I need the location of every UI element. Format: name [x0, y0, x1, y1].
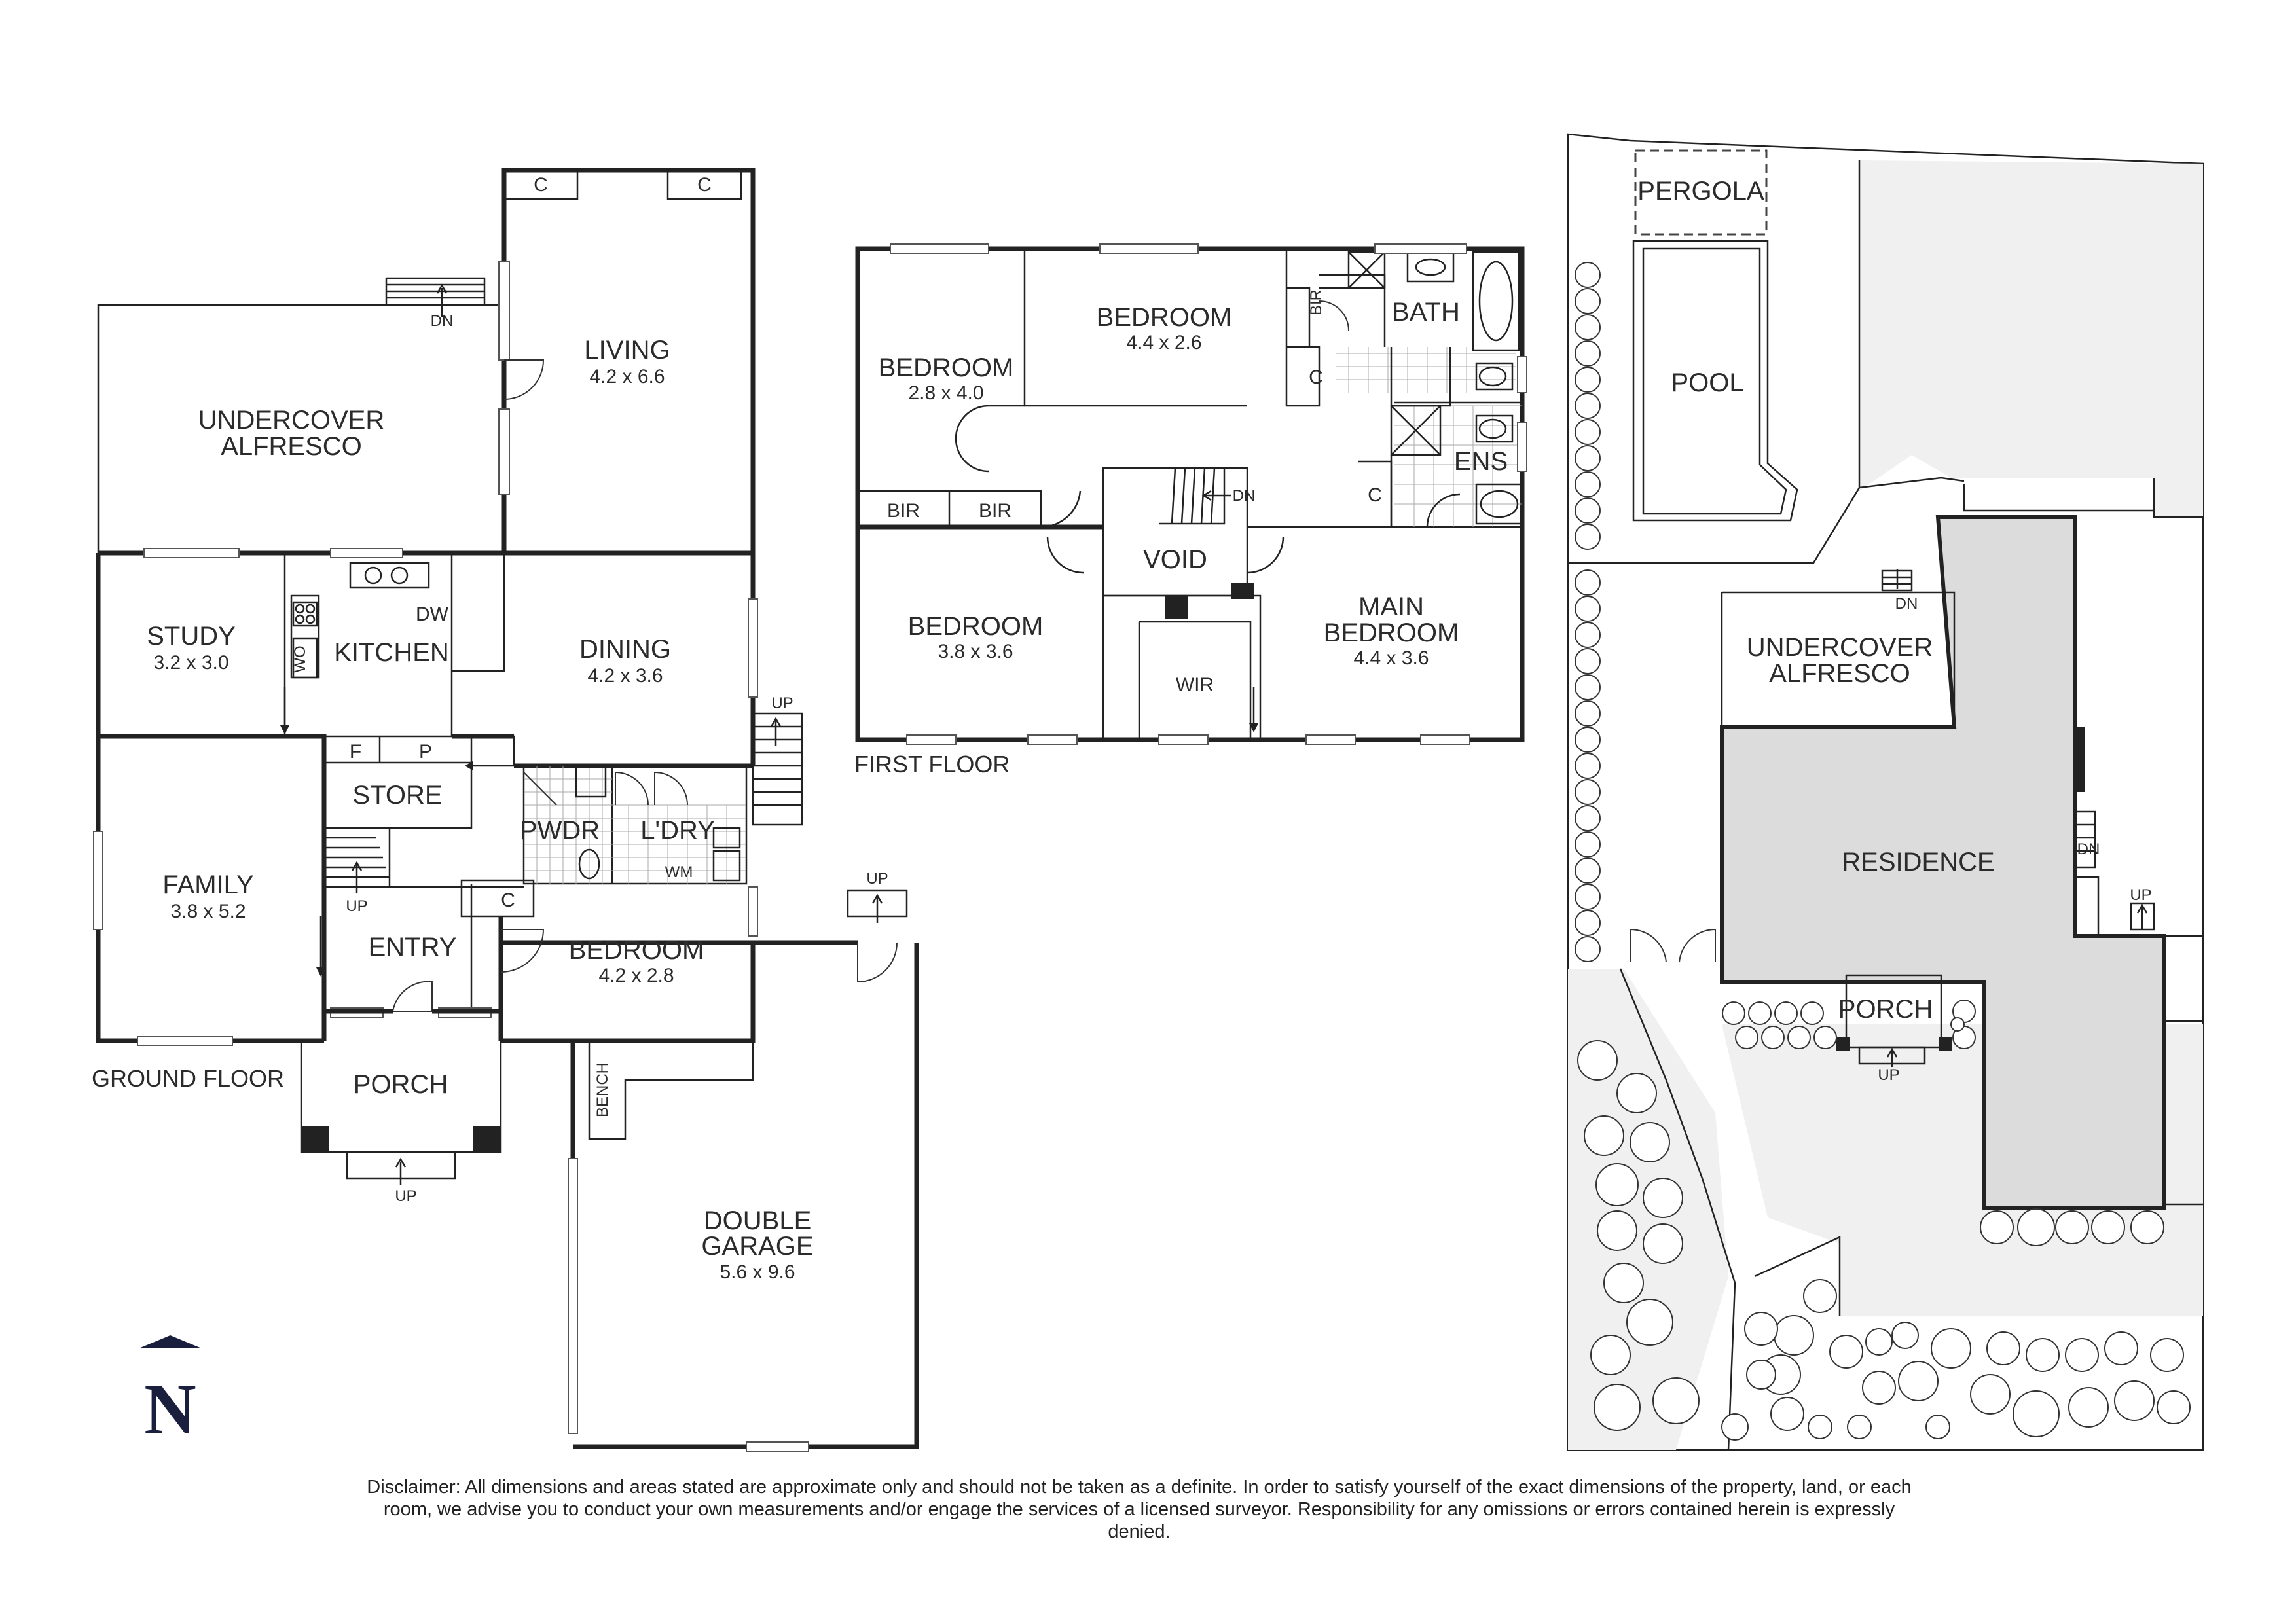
pantry-mark: P — [419, 741, 432, 763]
bedroom-1-label: BEDROOM — [1097, 303, 1232, 332]
pergola-label: PERGOLA — [1637, 177, 1764, 206]
up-mark: UP — [771, 694, 793, 712]
bench-mark: BENCH — [594, 1062, 611, 1117]
first-floor — [855, 243, 1527, 745]
bedroom-3-dim: 3.8 x 3.6 — [938, 641, 1013, 662]
pwdr-label: PWDR — [520, 816, 600, 845]
study-label: STUDY — [147, 622, 236, 651]
dining-label: DINING — [579, 635, 671, 664]
up-mark: UP — [346, 897, 367, 915]
garage-label-1: DOUBLE — [704, 1206, 812, 1235]
site-porch-label: PORCH — [1838, 995, 1933, 1024]
ground-floor — [93, 168, 919, 1452]
porch-label: PORCH — [354, 1070, 448, 1099]
down-mark: DN — [431, 312, 454, 330]
main-bedroom-dim: 4.4 x 3.6 — [1353, 647, 1429, 669]
disclaimer-text: Disclaimer: All dimensions and areas sta… — [367, 1477, 1912, 1542]
bir-mark: BIR — [887, 500, 920, 522]
pool-label: POOL — [1671, 369, 1743, 397]
cupboard-mark: C — [1368, 484, 1382, 506]
north-arrow-icon: N — [139, 1335, 202, 1449]
bedroom-gf-label: BEDROOM — [569, 936, 704, 965]
washing-machine-mark: WM — [665, 863, 693, 881]
entry-label: ENTRY — [369, 933, 457, 962]
bedroom-2-label: BEDROOM — [879, 353, 1014, 382]
alfresco-label-1: UNDERCOVER — [198, 406, 384, 435]
up-mark: UP — [1878, 1066, 1899, 1084]
ldry-tiles — [612, 804, 746, 884]
living-label: LIVING — [584, 336, 670, 365]
main-bedroom-label-2: BEDROOM — [1324, 619, 1459, 647]
up-mark: UP — [395, 1187, 416, 1205]
living-dim: 4.2 x 6.6 — [589, 366, 665, 387]
wall-oven-mark: WO — [291, 645, 309, 672]
family-label: FAMILY — [162, 871, 253, 899]
ground-stairs — [324, 827, 391, 893]
cupboard-mark: C — [501, 890, 515, 911]
site-alfresco-label-1: UNDERCOVER — [1747, 633, 1933, 662]
ground-floor-label: GROUND FLOOR — [92, 1065, 284, 1092]
hedge-trees — [1575, 262, 2191, 1441]
laundry-steps — [752, 712, 803, 826]
bath-label: BATH — [1392, 298, 1460, 327]
cupboard-mark: C — [697, 174, 712, 196]
store-label: STORE — [352, 781, 442, 810]
north-label: N — [144, 1369, 196, 1449]
bedroom-1-dim: 4.4 x 2.6 — [1126, 332, 1201, 353]
down-mark: DN — [1233, 487, 1256, 505]
site-alfresco-label-2: ALFRESCO — [1769, 659, 1910, 688]
first-stairs — [1159, 467, 1231, 525]
site-plan — [1567, 133, 2204, 1451]
bedroom-2-dim: 2.8 x 4.0 — [908, 382, 983, 404]
pwdr-tiles — [524, 766, 612, 884]
bedroom-3-label: BEDROOM — [908, 612, 1044, 641]
up-mark: UP — [866, 870, 888, 888]
bath-tiles — [1336, 347, 1522, 527]
bir-mark: BIR — [1307, 289, 1325, 315]
cupboard-mark: C — [534, 174, 548, 196]
down-mark: DN — [2077, 840, 2100, 858]
bedroom-gf-dim: 4.2 x 2.8 — [598, 965, 674, 986]
up-mark: UP — [2130, 886, 2151, 904]
fridge-mark: F — [350, 741, 361, 763]
ensuite-label: ENS — [1454, 447, 1508, 476]
family-dim: 3.8 x 5.2 — [170, 901, 246, 922]
main-bedroom-label-1: MAIN — [1358, 592, 1424, 621]
study-dim: 3.2 x 3.0 — [153, 652, 228, 674]
residence-label: RESIDENCE — [1842, 848, 1994, 876]
alfresco-label-2: ALFRESCO — [221, 432, 362, 461]
cupboard-mark: C — [1309, 367, 1323, 388]
down-mark: DN — [1895, 595, 1918, 613]
garage-dim: 5.6 x 9.6 — [720, 1261, 795, 1283]
dishwasher-mark: DW — [416, 604, 449, 625]
first-floor-label: FIRST FLOOR — [854, 751, 1010, 778]
bir-mark: BIR — [979, 500, 1011, 522]
dining-dim: 4.2 x 3.6 — [587, 665, 663, 687]
wir-label: WIR — [1176, 674, 1214, 696]
ldry-label: L'DRY — [640, 816, 715, 845]
kitchen-label: KITCHEN — [334, 638, 449, 667]
alfresco-steps — [385, 277, 486, 317]
void-label: VOID — [1143, 545, 1207, 574]
garage-label-2: GARAGE — [701, 1232, 813, 1261]
